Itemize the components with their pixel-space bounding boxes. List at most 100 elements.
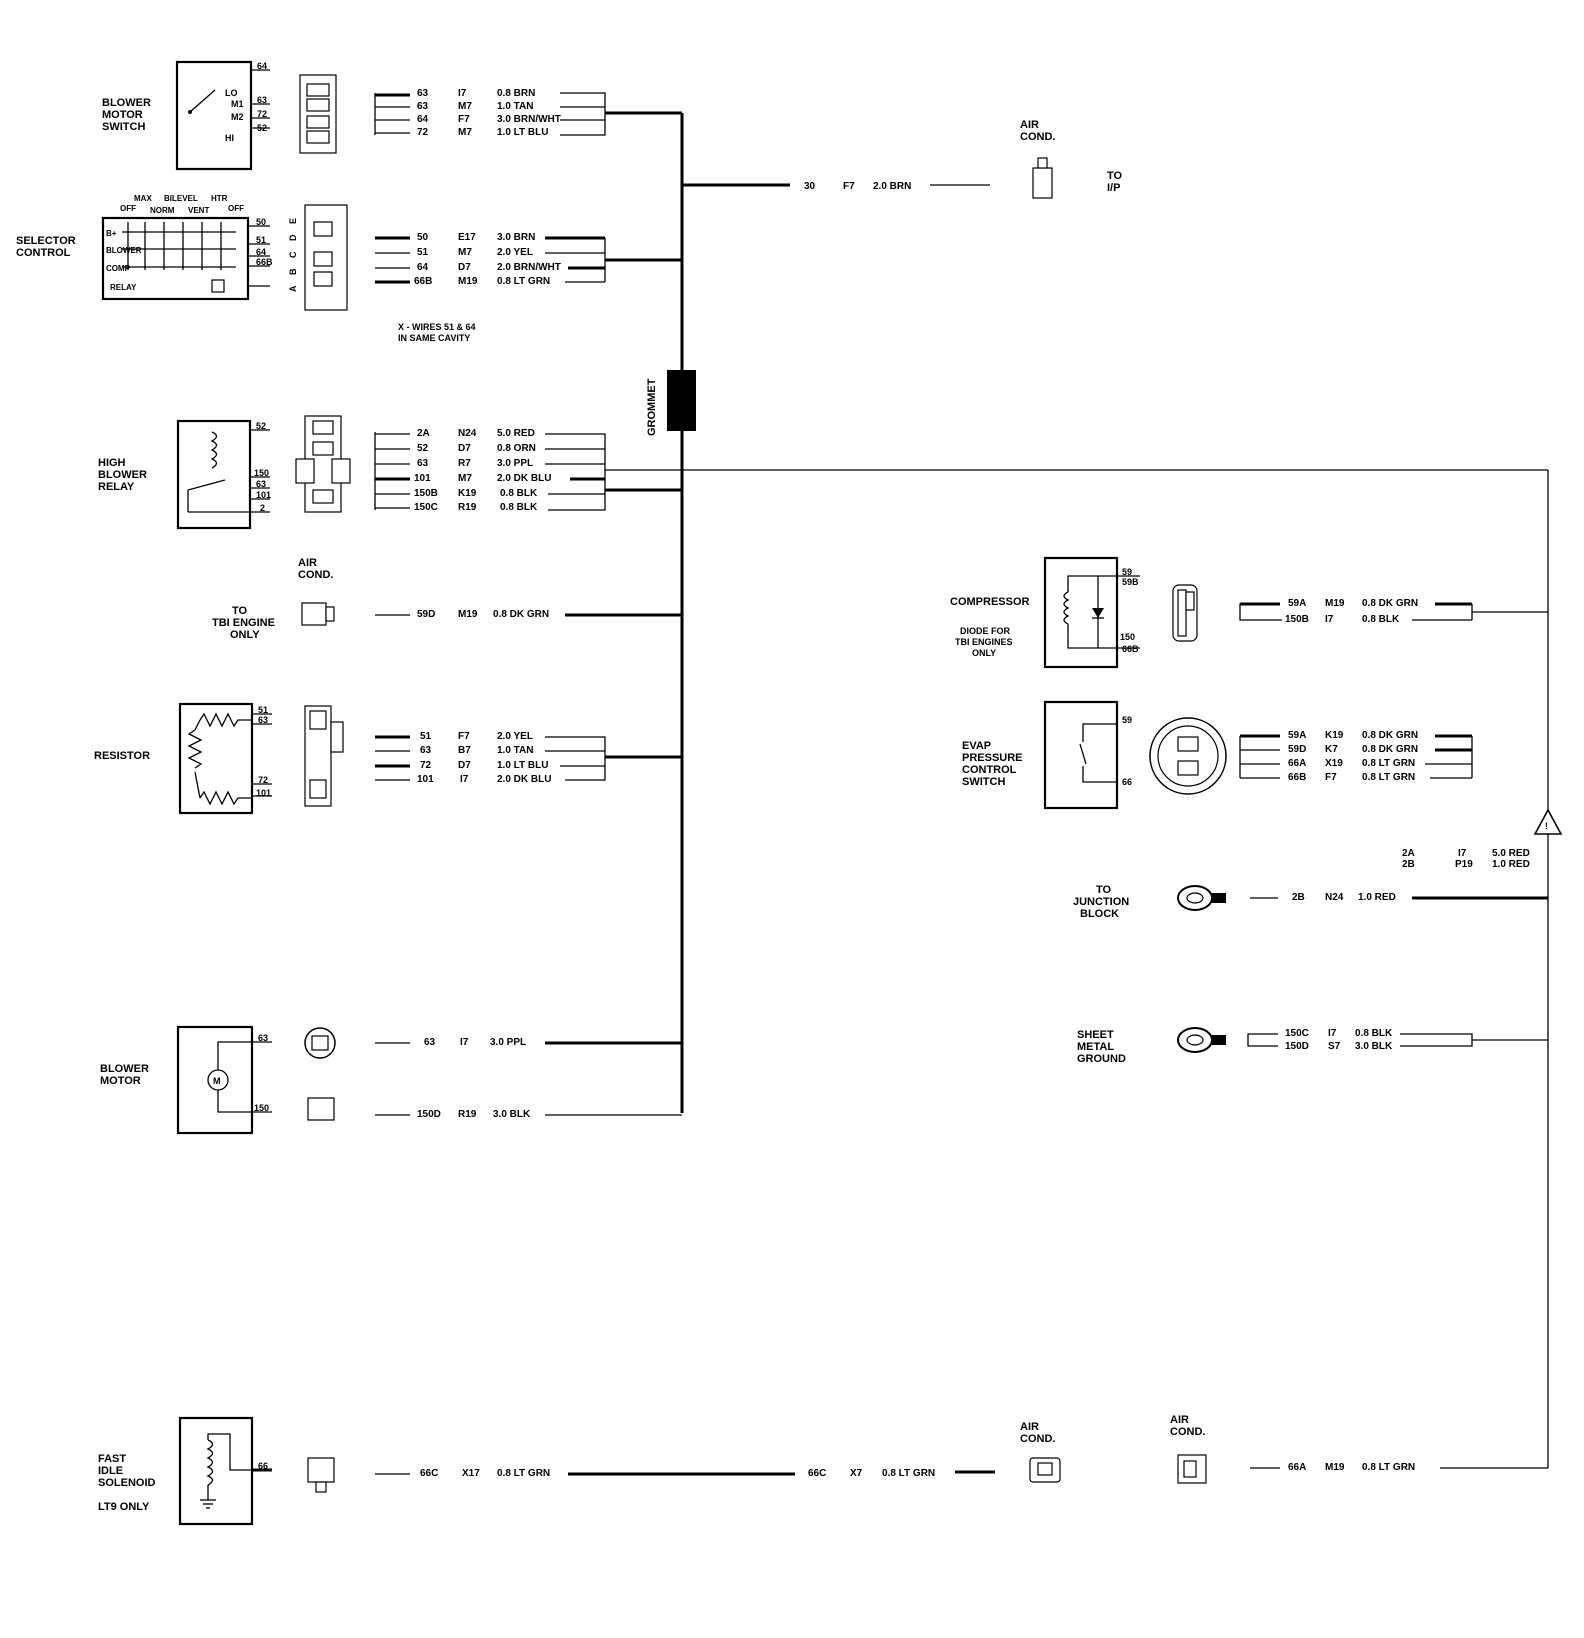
top-aircond-title-2: COND. [1020, 131, 1055, 143]
svg-text:50: 50 [417, 232, 429, 243]
svg-text:MAX: MAX [134, 194, 152, 203]
svg-text:150D: 150D [1285, 1041, 1309, 1052]
svg-text:M19: M19 [458, 276, 478, 287]
svg-text:66: 66 [258, 1461, 268, 1471]
svg-text:2.0 DK BLU: 2.0 DK BLU [497, 774, 551, 785]
switch-pos-hi: HI [225, 133, 234, 143]
svg-text:101: 101 [256, 490, 271, 500]
blower-switch-pin-64: 64 [257, 61, 267, 71]
svg-text:150: 150 [254, 468, 269, 478]
svg-text:0.8 DK GRN: 0.8 DK GRN [1362, 730, 1418, 741]
svg-text:TBI ENGINE: TBI ENGINE [212, 617, 275, 629]
selector-box [101, 216, 250, 301]
selector-wires: 50 E17 3.0 BRN 51 M7 2.0 YEL 64 D7 2.0 B… [414, 232, 561, 287]
svg-text:TO: TO [232, 605, 248, 617]
blower-motor-box [176, 1025, 254, 1135]
fast-idle-aircond-connector-2 [1177, 1454, 1207, 1484]
svg-text:51: 51 [256, 235, 266, 245]
svg-text:101: 101 [417, 774, 434, 785]
blower-switch-wires: 63 I7 0.8 BRN 63 M7 1.0 TAN 64 F7 3.0 BR… [417, 88, 561, 138]
svg-text:5.0 RED: 5.0 RED [1492, 848, 1530, 859]
svg-text:150B: 150B [1285, 614, 1309, 625]
svg-text:DIODE FOR: DIODE FOR [960, 626, 1011, 636]
svg-text:!: ! [1545, 821, 1548, 831]
grommet-label: GROMMET [646, 378, 658, 436]
svg-text:150B: 150B [414, 488, 438, 499]
svg-text:0.8 BRN: 0.8 BRN [497, 88, 535, 99]
resistor: RESISTOR 51 63 72 101 51 F7 2.0 YEL 63 B… [94, 702, 682, 815]
svg-text:66: 66 [1122, 777, 1132, 787]
svg-text:63: 63 [420, 745, 432, 756]
relay-wires: 2A N24 5.0 RED 52 D7 0.8 ORN 63 R7 3.0 P… [414, 428, 551, 513]
svg-text:2.0 DK BLU: 2.0 DK BLU [497, 473, 551, 484]
svg-text:30: 30 [804, 181, 816, 192]
svg-text:ONLY: ONLY [230, 629, 260, 641]
svg-text:X17: X17 [462, 1468, 480, 1479]
svg-text:2A: 2A [417, 428, 430, 439]
svg-text:0.8 LT GRN: 0.8 LT GRN [497, 276, 550, 287]
resistor-title: RESISTOR [94, 750, 150, 762]
svg-text:RELAY: RELAY [110, 283, 137, 292]
svg-text:66C: 66C [420, 1468, 438, 1479]
svg-text:X19: X19 [1325, 758, 1343, 769]
svg-text:D7: D7 [458, 760, 471, 771]
svg-text:M7: M7 [458, 127, 472, 138]
svg-text:P19: P19 [1455, 859, 1473, 870]
svg-text:3.0 BLK: 3.0 BLK [1355, 1041, 1393, 1052]
svg-text:64: 64 [417, 114, 429, 125]
svg-text:B: B [288, 268, 298, 275]
svg-text:1.0 LT BLU: 1.0 LT BLU [497, 760, 548, 771]
svg-text:0.8 BLK: 0.8 BLK [500, 488, 538, 499]
compressor-box [1043, 556, 1119, 669]
svg-text:IN SAME CAVITY: IN SAME CAVITY [398, 333, 470, 343]
svg-text:IDLE: IDLE [98, 1465, 123, 1477]
svg-text:R19: R19 [458, 1109, 477, 1120]
selector-control: SELECTOR CONTROL MAX BILEVEL HTR OFF NOR… [16, 194, 682, 343]
svg-text:0.8 DK GRN: 0.8 DK GRN [1362, 744, 1418, 755]
svg-text:BLOCK: BLOCK [1080, 908, 1119, 920]
svg-text:2.0 BRN: 2.0 BRN [873, 181, 911, 192]
svg-text:M19: M19 [458, 609, 478, 620]
svg-text:SHEET: SHEET [1077, 1029, 1114, 1041]
svg-text:59A: 59A [1288, 598, 1306, 609]
svg-text:66B: 66B [1288, 772, 1306, 783]
svg-text:M19: M19 [1325, 598, 1345, 609]
svg-text:S7: S7 [1328, 1041, 1341, 1052]
svg-text:N24: N24 [1325, 892, 1344, 903]
svg-text:0.8 LT GRN: 0.8 LT GRN [497, 1468, 550, 1479]
power-feed: ! 2A 2B I7 P19 5.0 RED 1.0 RED [1402, 808, 1563, 870]
svg-text:0.8 LT GRN: 0.8 LT GRN [1362, 1462, 1415, 1473]
svg-text:I7: I7 [1325, 614, 1334, 625]
svg-text:N24: N24 [458, 428, 477, 439]
evap-wires: 59A K19 0.8 DK GRN 59D K7 0.8 DK GRN 66A… [1288, 730, 1418, 783]
svg-text:A: A [288, 285, 298, 292]
blower-switch-title-3: SWITCH [102, 121, 145, 133]
svg-text:HTR: HTR [211, 194, 228, 203]
fast-idle-connector [307, 1457, 335, 1483]
svg-text:150C: 150C [1285, 1028, 1309, 1039]
svg-text:OFF: OFF [120, 204, 136, 213]
grommet-block [667, 370, 696, 431]
svg-text:51: 51 [420, 731, 432, 742]
svg-text:51: 51 [417, 247, 429, 258]
svg-text:2.0 BRN/WHT: 2.0 BRN/WHT [497, 262, 561, 273]
svg-text:I7: I7 [1458, 848, 1467, 859]
svg-text:66C: 66C [808, 1468, 826, 1479]
blower-switch-pin-63: 63 [257, 95, 267, 105]
svg-text:COND.: COND. [298, 569, 333, 581]
svg-text:TO: TO [1096, 884, 1112, 896]
switch-pos-lo: LO [225, 88, 238, 98]
svg-text:M7: M7 [458, 247, 472, 258]
svg-text:59D: 59D [417, 609, 435, 620]
harness-trunk: GROMMET [605, 113, 1549, 1468]
svg-text:JUNCTION: JUNCTION [1073, 896, 1129, 908]
svg-text:72: 72 [417, 127, 429, 138]
svg-text:METAL: METAL [1077, 1041, 1114, 1053]
svg-text:F7: F7 [1325, 772, 1337, 783]
evap-pressure-switch: EVAP PRESSURE CONTROL SWITCH 59 66 59A K… [962, 700, 1473, 810]
tbi-aircond: AIR COND. TO TBI ENGINE ONLY 59D M19 0.8… [212, 557, 682, 641]
svg-text:PRESSURE: PRESSURE [962, 752, 1023, 764]
svg-text:3.0 BLK: 3.0 BLK [493, 1109, 531, 1120]
svg-text:ONLY: ONLY [972, 648, 996, 658]
svg-text:M19: M19 [1325, 1462, 1345, 1473]
